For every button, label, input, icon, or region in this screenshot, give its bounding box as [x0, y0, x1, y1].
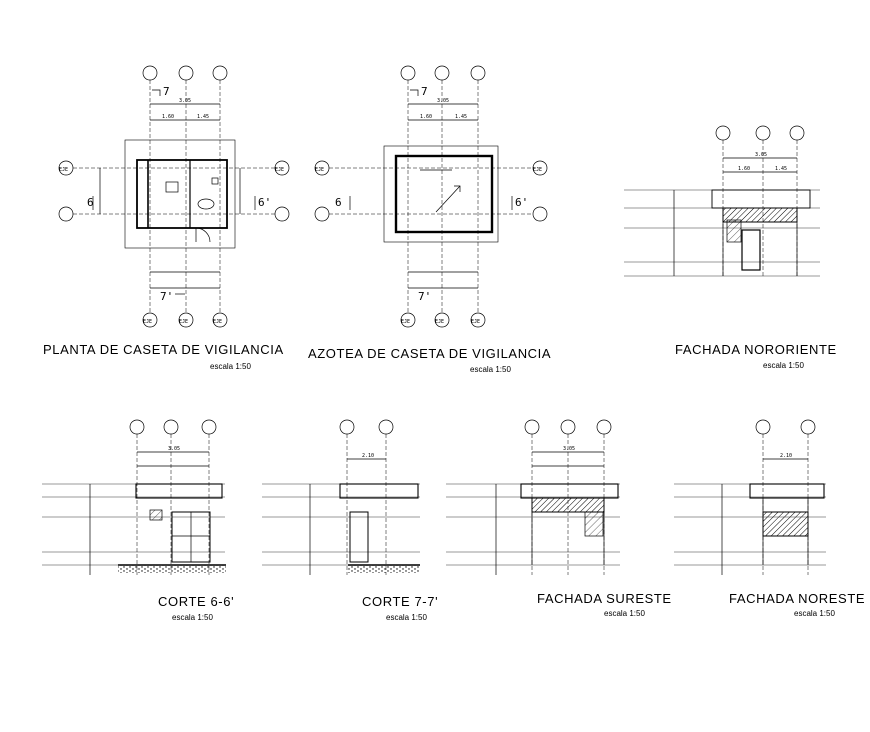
axis-label: EJE — [179, 319, 188, 325]
dim-right: 1.45 — [455, 114, 467, 120]
dim-left: 1.60 — [420, 114, 432, 120]
corte-6-title: CORTE 6-6' — [158, 594, 235, 609]
fachada-nororiente-drawing — [624, 125, 820, 277]
corte-7-drawing — [262, 419, 420, 575]
dim-left: 1.60 — [162, 114, 174, 120]
dim-right: 1.45 — [775, 166, 787, 172]
fachada-noreste-drawing — [674, 419, 826, 575]
dim-single: 2.10 — [362, 453, 374, 459]
axis-label: EJE — [275, 167, 284, 173]
section-mark: 7' — [418, 290, 431, 303]
axis-label: EJE — [315, 167, 324, 173]
azotea-drawing — [314, 65, 548, 328]
fachada-noreste-scale: escala 1:50 — [794, 609, 835, 618]
corte-7-title: CORTE 7-7' — [362, 594, 439, 609]
axis-label: EJE — [533, 167, 542, 173]
axis-label: EJE — [401, 319, 410, 325]
fachada-nororiente-scale: escala 1:50 — [763, 361, 804, 370]
planta-title: PLANTA DE CASETA DE VIGILANCIA — [43, 342, 284, 357]
fachada-noreste-title: FACHADA NORESTE — [729, 591, 866, 606]
planta-drawing — [58, 65, 290, 328]
section-mark: 6 — [335, 196, 342, 209]
section-mark: 6' — [515, 196, 528, 209]
fachada-sureste-drawing — [446, 419, 620, 575]
axis-label: EJE — [435, 319, 444, 325]
axis-label: EJE — [213, 319, 222, 325]
section-mark: 7' — [160, 290, 173, 303]
corte-7-scale: escala 1:50 — [386, 613, 427, 622]
dim-total: 3.05 — [179, 98, 191, 104]
dim-left: 1.60 — [738, 166, 750, 172]
fachada-sureste-title: FACHADA SURESTE — [537, 591, 672, 606]
dim-total: 3.05 — [437, 98, 449, 104]
axis-label: EJE — [471, 319, 480, 325]
dim-total: 3.05 — [168, 446, 180, 452]
dim-total: 3.05 — [755, 152, 767, 158]
axis-label: EJE — [59, 167, 68, 173]
azotea-title: AZOTEA DE CASETA DE VIGILANCIA — [308, 346, 552, 361]
section-mark: 6 — [87, 196, 94, 209]
dim-right: 1.45 — [197, 114, 209, 120]
dim-single: 2.10 — [780, 453, 792, 459]
corte-6-drawing — [42, 419, 226, 575]
planta-scale: escala 1:50 — [210, 362, 251, 371]
section-mark: 7 — [163, 85, 170, 98]
dim-total: 3.05 — [563, 446, 575, 452]
fachada-nororiente-title: FACHADA NORORIENTE — [675, 342, 837, 357]
section-mark: 6' — [258, 196, 271, 209]
corte-6-scale: escala 1:50 — [172, 613, 213, 622]
fachada-sureste-scale: escala 1:50 — [604, 609, 645, 618]
section-mark: 7 — [421, 85, 428, 98]
azotea-scale: escala 1:50 — [470, 365, 511, 374]
axis-label: EJE — [143, 319, 152, 325]
